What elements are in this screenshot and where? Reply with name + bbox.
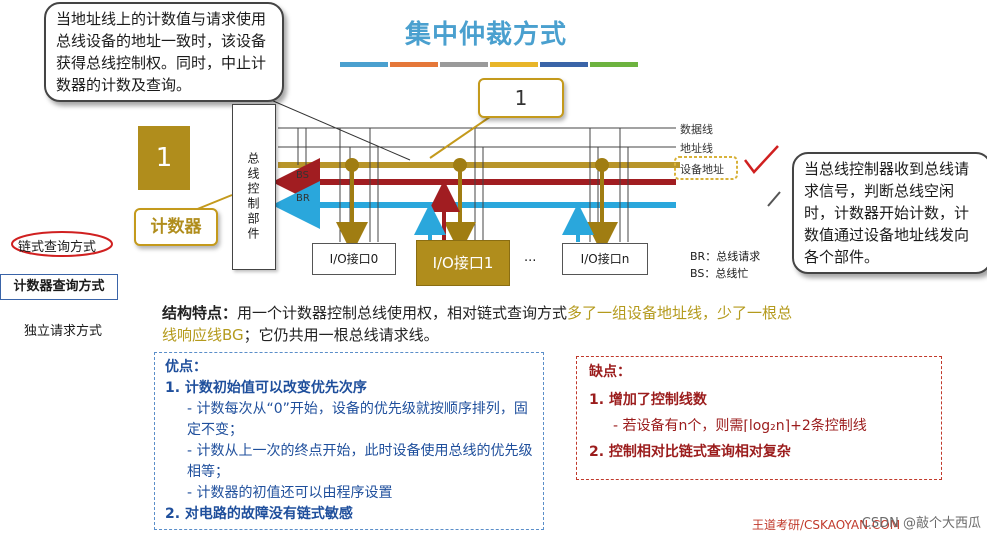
io-interface-1: I/O接口1 <box>416 240 510 286</box>
advantages-box: 优点： 1. 计数初始值可以改变优先次序 - 计数每次从“0”开始，设备的优先级… <box>154 352 544 530</box>
counter-value: 1 <box>155 143 173 173</box>
callout-right-text: 当总线控制器收到总线请求信号，判断总线空闲时，计数器开始计数，计数值通过设备地址… <box>804 160 970 266</box>
disadvantages-heading: 缺点： <box>589 364 631 380</box>
advantages-sub-1a: - 计数每次从“0”开始，设备的优先级就按顺序排列，固定不变； <box>187 401 528 438</box>
title-bar-5 <box>540 62 588 67</box>
legend-bs: BS：总线忙 <box>690 267 749 280</box>
side-menu-item-counter[interactable]: 计数器查询方式 <box>0 274 118 300</box>
side-menu-item-independent[interactable]: 独立请求方式 <box>24 324 103 339</box>
data-line-label: 数据线 <box>680 123 713 136</box>
footer-watermark: CSDN @敲个大西瓜 <box>861 516 981 531</box>
legend: BR：总线请求 BS：总线忙 <box>690 248 760 282</box>
advantages-item-1: 1. 计数初始值可以改变优先次序 <box>165 380 367 396</box>
bus-controller: 总线控制部件 <box>232 104 276 270</box>
disadvantages-sub-1: - 若设备有n个，则需⌈log₂n⌉+2条控制线 <box>613 418 867 434</box>
advantages-item-2: 2. 对电路的故障没有链式敏感 <box>165 506 353 522</box>
callout-top-value: 1 <box>514 86 528 110</box>
page-title: 集中仲裁方式 <box>405 20 568 50</box>
side-menu-item-chain[interactable]: 链式查询方式 <box>18 240 97 255</box>
disadvantages-box: 缺点： 1. 增加了控制线数 - 若设备有n个，则需⌈log₂n⌉+2条控制线 … <box>576 356 942 480</box>
device-address-label: 设备地址 <box>680 163 724 176</box>
junction-dot-0 <box>345 158 359 172</box>
disadvantages-item-2: 2. 控制相对比链式查询相对复杂 <box>589 444 791 460</box>
address-line-label: 地址线 <box>680 142 713 155</box>
structure-highlight: 多了一组设备地址线，少了一根总线响应线BG <box>162 304 793 344</box>
disadvantages-item-1: 1. 增加了控制线数 <box>589 392 707 408</box>
advantages-sub-1b: - 计数从上一次的终点开始，此时设备使用总线的优先级相等； <box>187 443 533 480</box>
callout-left: 当地址线上的计数值与请求使用总线设备的地址一致时，该设备获得总线控制权。同时，中… <box>44 2 284 102</box>
callout-top-pointer <box>429 109 501 159</box>
check-mark-icon <box>744 145 779 174</box>
structure-label: 结构特点： <box>162 304 238 322</box>
title-bar-1 <box>340 62 388 67</box>
io-interface-1-label: I/O接口1 <box>432 254 494 272</box>
callout-top-value-box: 1 <box>478 78 564 118</box>
io-interface-n-label: I/O接口n <box>580 252 630 266</box>
title-bar-4 <box>490 62 538 67</box>
bs-label: BS <box>296 170 310 181</box>
structure-part1: 用一个计数器控制总线使用权，相对链式查询方式 <box>237 304 568 322</box>
title-bar-3 <box>440 62 488 67</box>
legend-br: BR：总线请求 <box>690 250 761 263</box>
io-interface-n: I/O接口n <box>562 243 648 275</box>
advantages-sub-1c: - 计数器的初值还可以由程序设置 <box>187 485 393 501</box>
callout-right: 当总线控制器收到总线请求信号，判断总线空闲时，计数器开始计数，计数值通过设备地址… <box>792 152 987 274</box>
structure-part2: ；它仍共用一根总线请求线。 <box>243 326 439 344</box>
structure-text: 结构特点：用一个计数器控制总线使用权，相对链式查询方式多了一组设备地址线，少了一… <box>162 302 802 346</box>
advantages-heading: 优点： <box>165 359 207 375</box>
counter-label: 计数器 <box>150 217 202 237</box>
io-interface-0: I/O接口0 <box>312 243 396 275</box>
io-ellipsis: ··· <box>524 254 537 269</box>
junction-dot-1 <box>453 158 467 172</box>
counter-label-box: 计数器 <box>134 208 218 246</box>
pencil-icon <box>767 191 781 207</box>
title-bar-6 <box>590 62 638 67</box>
footer-brand: 王道考研/CSKAOYAN.COM <box>752 518 901 532</box>
device-address-highlight <box>674 156 738 180</box>
title-bar-2 <box>390 62 438 67</box>
counter-value-box: 1 <box>138 126 190 190</box>
counter-pointer <box>194 194 233 211</box>
junction-dot-n <box>595 158 609 172</box>
callout-left-text: 当地址线上的计数值与请求使用总线设备的地址一致时，该设备获得总线控制权。同时，中… <box>56 10 267 94</box>
br-label: BR <box>296 193 310 204</box>
bus-controller-label: 总线控制部件 <box>246 152 260 242</box>
side-menu-highlight <box>11 231 113 257</box>
io-interface-0-label: I/O接口0 <box>329 252 379 266</box>
